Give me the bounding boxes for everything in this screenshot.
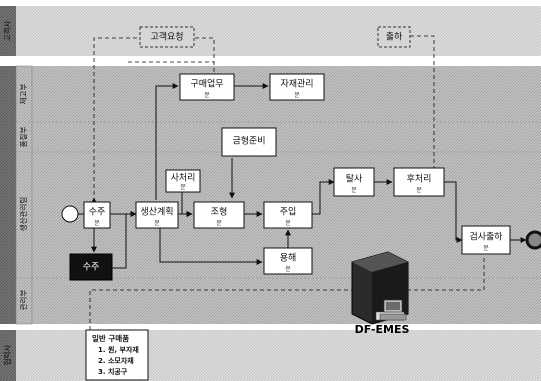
- task-outsource-marker: 문: [285, 266, 291, 273]
- supplier-lane-label: 협력사: [2, 345, 12, 366]
- purchase-note-box: 일반 구매품 1. 원, 부자재 2. 소모자재 3. 치공구: [86, 330, 148, 380]
- task-preprocess-marker: 문: [180, 184, 186, 191]
- task-post-process: 후처리 문: [394, 168, 444, 196]
- task-inspect-ship-marker: 문: [483, 245, 489, 252]
- server-icon: [352, 252, 408, 324]
- task-mold-label: 금형준비: [232, 136, 265, 147]
- task-material: 자재관리 문: [270, 74, 324, 100]
- note-item-3: 3. 치공구: [98, 367, 128, 376]
- task-order-receive: 수주 문: [84, 202, 110, 228]
- task-purchase-marker: 문: [204, 92, 210, 99]
- customer-lane: [0, 6, 541, 56]
- lane-label-admin: 관리부: [18, 290, 28, 311]
- task-preprocess-label: 사처리: [171, 172, 196, 184]
- task-outsource: 용해 문: [264, 248, 312, 274]
- task-demold: 탈사 문: [334, 168, 374, 196]
- workstation-icon: [380, 300, 406, 320]
- task-demold-label: 탈사: [346, 174, 363, 185]
- task-purchase: 구매업무 문: [180, 74, 234, 100]
- task-inspect-ship-label: 검사출하: [469, 231, 503, 243]
- task-post-process-marker: 문: [416, 187, 422, 194]
- task-purchase-label: 구매업무: [190, 79, 223, 90]
- note-title: 일반 구매품: [92, 333, 129, 343]
- task-assembly-marker: 문: [216, 220, 222, 227]
- task-injection-label: 주입: [280, 206, 297, 218]
- supplier-lane: [0, 330, 541, 381]
- task-outsource-label: 용해: [280, 253, 297, 264]
- task-production-plan-marker: 문: [154, 220, 160, 227]
- task-production-plan-label: 생산계획: [140, 206, 173, 218]
- task-order-receive-label: 수주: [89, 207, 106, 218]
- start-event: [62, 206, 78, 222]
- note-item-1: 1. 원, 부자재: [98, 345, 139, 354]
- task-inspect-ship: 검사출하 문: [462, 226, 510, 254]
- task-preprocess: 사처리 문: [166, 170, 200, 192]
- delivery-label: 출하: [386, 32, 403, 43]
- task-order-intake-label: 수주: [83, 262, 100, 273]
- main-pool: [0, 66, 541, 324]
- system-label: DF-EMES: [355, 323, 410, 336]
- lane-label-production: 생산관리팀: [18, 197, 28, 232]
- task-injection-marker: 문: [285, 220, 291, 227]
- customer-request-label: 고객요청: [150, 32, 183, 43]
- note-item-2: 2. 소모자재: [98, 356, 134, 365]
- main-pool-header: [0, 66, 16, 324]
- task-assembly: 조형 문: [194, 202, 244, 228]
- task-material-marker: 문: [294, 92, 300, 99]
- task-demold-marker: 문: [351, 187, 357, 194]
- task-material-label: 자재관리: [280, 79, 313, 90]
- task-order-intake: 수주: [70, 254, 112, 280]
- lane-label-quality: 품질부: [19, 127, 28, 148]
- task-assembly-label: 조형: [211, 207, 228, 218]
- customer-lane-label: 고객사: [2, 21, 12, 42]
- end-event: [527, 232, 541, 248]
- task-order-receive-marker: 문: [94, 220, 100, 227]
- task-injection: 주입 문: [264, 202, 312, 228]
- task-post-process-label: 후처리: [407, 173, 432, 185]
- task-mold: 금형준비: [222, 128, 276, 156]
- lane-label-stock: 재고부: [19, 84, 28, 105]
- task-production-plan: 생산계획 문: [136, 202, 178, 228]
